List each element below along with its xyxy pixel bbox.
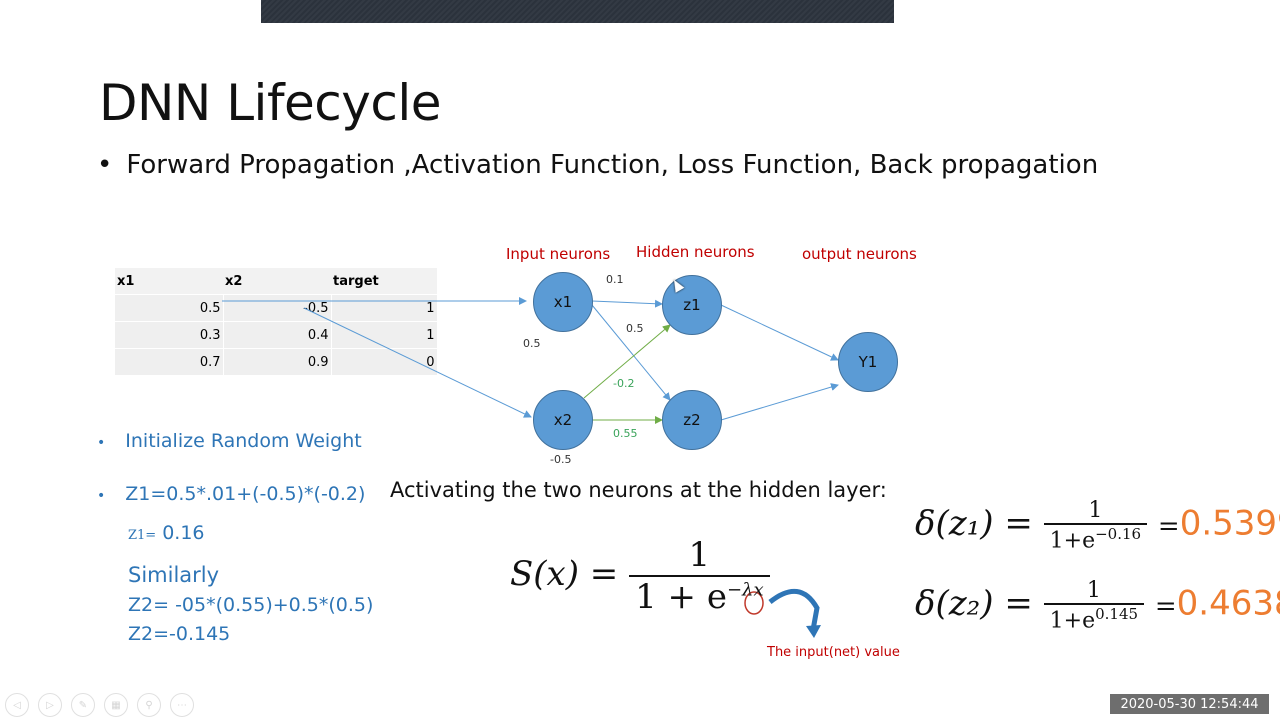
bullet-dot: • bbox=[97, 150, 113, 180]
similarly-text: Similarly bbox=[128, 563, 220, 587]
main-bullet-text: Forward Propagation ,Activation Function… bbox=[126, 150, 1099, 180]
table-row: 0.3 0.4 1 bbox=[115, 321, 438, 349]
main-bullet: • Forward Propagation ,Activation Functio… bbox=[97, 150, 1098, 180]
table-cell: 1 bbox=[331, 294, 438, 322]
edge-z1-y1 bbox=[720, 304, 839, 361]
video-top-bar bbox=[261, 0, 894, 23]
z1-numerator: 1 bbox=[1088, 498, 1103, 523]
weight-x2-z1: -0.2 bbox=[613, 377, 635, 390]
node-z2: z2 bbox=[662, 390, 722, 450]
table-header: target bbox=[331, 268, 437, 295]
z1-fraction: 1 1+e−0.16 bbox=[1043, 498, 1148, 554]
weight-x2-z2: 0.55 bbox=[613, 427, 638, 440]
sigmoid-numerator: 1 bbox=[688, 535, 711, 575]
table-cell: 0.5 bbox=[115, 294, 224, 322]
output-neurons-label: output neurons bbox=[802, 245, 917, 263]
table-cell: 0.3 bbox=[115, 321, 224, 349]
init-weight-text: Initialize Random Weight bbox=[125, 430, 362, 452]
slide-title: DNN Lifecycle bbox=[99, 74, 442, 132]
z2-activation-value: 0.4638 bbox=[1176, 583, 1280, 624]
init-weight-bullet: • Initialize Random Weight bbox=[97, 430, 362, 452]
table-header-row: x1 x2 target bbox=[115, 268, 437, 295]
node-x1: x1 bbox=[533, 272, 593, 332]
input-neurons-label: Input neurons bbox=[506, 245, 611, 263]
more-options-icon[interactable]: ⋯ bbox=[170, 693, 194, 717]
recording-timestamp: 2020-05-30 12:54:44 bbox=[1110, 694, 1269, 714]
z1-lhs: δ(z₁) = bbox=[915, 503, 1033, 544]
z1-activation-formula: δ(z₁) = 1 1+e−0.16 =0.5399 bbox=[915, 498, 1280, 553]
z1-formula-text: Z1=0.5*.01+(-0.5)*(-0.2) bbox=[125, 483, 366, 505]
z1-result: Z1= 0.16 bbox=[128, 522, 205, 544]
z2-den-base: 1+e bbox=[1049, 608, 1096, 634]
z2-formula-text: Z2= -05*(0.55)+0.5*(0.5) bbox=[128, 594, 374, 616]
bullet-dot: • bbox=[97, 435, 106, 451]
previous-slide-icon[interactable]: ◁ bbox=[5, 693, 29, 717]
hidden-neurons-label: Hidden neurons bbox=[636, 243, 755, 261]
table-row: 0.5 -0.5 1 bbox=[115, 294, 438, 322]
z2-denominator: 1+e0.145 bbox=[1043, 603, 1145, 634]
pen-icon[interactable]: ✎ bbox=[71, 693, 95, 717]
bullet-dot: • bbox=[97, 488, 106, 504]
table-cell: 0 bbox=[331, 348, 438, 375]
activation-heading: Activating the two neurons at the hidden… bbox=[390, 478, 887, 502]
sigmoid-denominator: 1 + e−λx bbox=[629, 575, 770, 617]
table-row: 0.7 0.9 0 bbox=[115, 348, 438, 375]
input-data-table: x1 x2 target 0.5 -0.5 1 0.3 0.4 1 0.7 0.… bbox=[115, 268, 438, 375]
z2-fraction: 1 1+e0.145 bbox=[1043, 578, 1145, 634]
z2-activation-formula: δ(z₂) = 1 1+e0.145 =0.4638 bbox=[915, 578, 1280, 633]
sigmoid-den-base: 1 + e bbox=[635, 577, 727, 617]
input-value-x2: -0.5 bbox=[550, 453, 572, 466]
z1-denominator: 1+e−0.16 bbox=[1043, 523, 1148, 554]
table-cell: 0.7 bbox=[115, 348, 224, 375]
z1-label: Z1= bbox=[128, 528, 157, 543]
node-x2: x2 bbox=[533, 390, 593, 450]
node-y1: Y1 bbox=[838, 332, 898, 392]
z2-equals: = bbox=[1154, 591, 1177, 622]
table-cell: 0.9 bbox=[223, 348, 332, 375]
z1-formula-bullet: • Z1=0.5*.01+(-0.5)*(-0.2) bbox=[97, 483, 365, 505]
table-cell: -0.5 bbox=[223, 294, 332, 322]
sigmoid-formula: S(x) = 1 1 + e−λx bbox=[510, 535, 770, 617]
sigmoid-lhs: S(x) = bbox=[510, 554, 619, 594]
z1-activation-value: 0.5399 bbox=[1179, 503, 1280, 544]
table-header: x1 bbox=[115, 268, 223, 295]
input-value-x1: 0.5 bbox=[523, 337, 541, 350]
slideshow-controls: ◁ ▷ ✎ ▦ ⚲ ⋯ bbox=[5, 693, 194, 717]
z2-lhs: δ(z₂) = bbox=[915, 583, 1033, 624]
z2-value-text: Z2=-0.145 bbox=[128, 623, 231, 645]
curved-arrow-icon bbox=[768, 588, 820, 631]
edge-table-x2 bbox=[303, 307, 532, 418]
weight-x1-z2: 0.5 bbox=[626, 322, 644, 335]
z2-exponent: 0.145 bbox=[1095, 605, 1139, 623]
weight-x1-z1: 0.1 bbox=[606, 273, 624, 286]
z2-numerator: 1 bbox=[1086, 578, 1101, 603]
sigmoid-fraction: 1 1 + e−λx bbox=[629, 535, 770, 617]
z1-exponent: −0.16 bbox=[1095, 525, 1142, 543]
next-slide-icon[interactable]: ▷ bbox=[38, 693, 62, 717]
node-z1: z1 bbox=[662, 275, 722, 335]
see-all-slides-icon[interactable]: ▦ bbox=[104, 693, 128, 717]
z1-value: 0.16 bbox=[162, 522, 205, 544]
zoom-icon[interactable]: ⚲ bbox=[137, 693, 161, 717]
z1-equals: = bbox=[1157, 511, 1180, 542]
x-highlight-circle bbox=[744, 591, 764, 615]
z1-den-base: 1+e bbox=[1049, 528, 1096, 554]
edge-x1-z2 bbox=[591, 304, 671, 401]
table-cell: 0.4 bbox=[223, 321, 332, 349]
table-cell: 1 bbox=[331, 321, 438, 349]
table-header: x2 bbox=[223, 268, 331, 295]
edge-z2-y1 bbox=[720, 383, 839, 421]
sigmoid-exponent: −λx bbox=[726, 579, 764, 601]
net-value-note: The input(net) value bbox=[767, 645, 900, 660]
edge-x1-z1 bbox=[591, 299, 663, 308]
edge-x2-z1 bbox=[583, 324, 671, 399]
